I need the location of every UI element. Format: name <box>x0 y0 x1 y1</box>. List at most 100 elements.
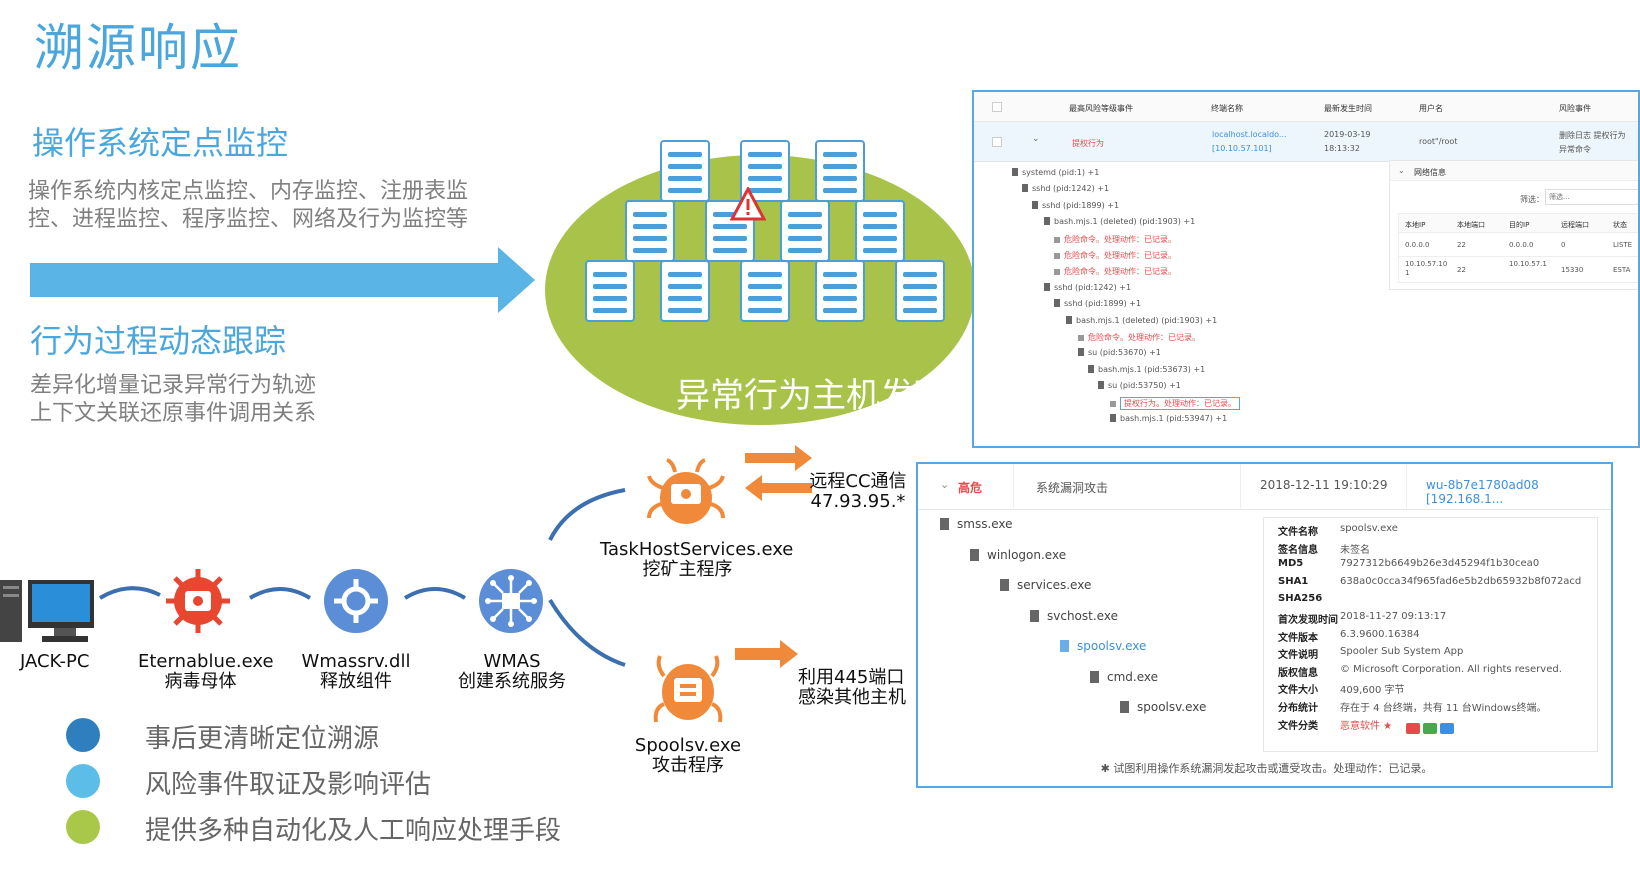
table-row[interactable]: ⌄ 提权行为 localhost.localdo... [10.10.57.10… <box>974 122 1638 162</box>
tree-node[interactable]: sshd (pid:1242) +1 <box>1022 184 1109 193</box>
tree-node[interactable]: sshd (pid:1899) +1 <box>1054 299 1141 308</box>
detail-key: 文件名称 <box>1278 527 1318 538</box>
tree-node[interactable]: su (pid:53670) +1 <box>1078 348 1161 357</box>
tree-node-label: sshd (pid:1242) +1 <box>1032 184 1110 194</box>
bullet-text: 风险事件取证及影响评估 <box>145 770 432 800</box>
divider <box>1013 464 1014 510</box>
tree-node[interactable]: svchost.exe <box>1030 609 1118 623</box>
chevron-down-icon[interactable]: ⌄ <box>940 478 950 491</box>
select-all-checkbox[interactable] <box>992 102 1002 112</box>
row-user: root"/root <box>1419 137 1458 146</box>
tree-node[interactable]: 提权行为。处理动作：已记录。 <box>1110 396 1240 410</box>
cc-label: 远程CC通信 47.93.95.* <box>808 472 908 512</box>
attack-footer: ✱ 试图利用操作系统漏洞发起攻击或遭受攻击。处理动作：已记录。 <box>918 760 1611 776</box>
tree-node-label: sshd (pid:1242) +1 <box>1054 282 1132 292</box>
tree-node[interactable]: spoolsv.exe <box>1060 639 1146 653</box>
category-action-button[interactable] <box>1406 722 1420 734</box>
bullet-text: 事后更清晰定位溯源 <box>145 724 380 754</box>
category-action-button[interactable] <box>1440 722 1454 734</box>
tree-node[interactable]: su (pid:53750) +1 <box>1098 381 1181 390</box>
bullet-dot <box>66 718 100 752</box>
wmas-name: WMAS <box>483 651 541 672</box>
net-cell: ESTA <box>1613 266 1631 274</box>
file-icon <box>940 518 949 530</box>
tree-node[interactable]: services.exe <box>1000 578 1091 592</box>
jack-pc-label: JACK-PC <box>20 651 90 672</box>
server-icon <box>780 200 830 262</box>
tree-node[interactable]: 危险命令。处理动作：已记录。 <box>1054 266 1176 277</box>
net-cell: 0.0.0.0 <box>1405 241 1430 249</box>
file-icon <box>1030 609 1039 622</box>
server-icon <box>815 260 865 322</box>
detail-key: 文件版本 <box>1278 632 1318 644</box>
file-icon <box>1066 315 1072 324</box>
table-header: 最高风险等级事件 终端名称 最新发生时间 用户名 风险事件 <box>974 92 1638 122</box>
tree-node[interactable]: spoolsv.exe <box>1120 700 1206 714</box>
chevron-down-icon[interactable]: ⌄ <box>1398 166 1405 175</box>
tree-node[interactable]: 危险命令。处理动作：已记录。 <box>1054 234 1176 245</box>
detail-value: 6.3.9600.16384 <box>1340 628 1420 640</box>
tree-node-label: bash.mjs.1 (pid:53947) +1 <box>1120 414 1228 423</box>
detail-value: © Microsoft Corporation. All rights rese… <box>1340 663 1562 675</box>
tree-node-label: cmd.exe <box>1107 669 1159 684</box>
detail-key: 版权信息 <box>1278 667 1318 679</box>
section1-desc-line1: 操作系统内核定点监控、内存监控、注册表监 <box>28 179 469 204</box>
file-icon <box>1022 184 1028 193</box>
file-icon <box>1098 381 1104 390</box>
net-cell: 22 <box>1457 241 1466 249</box>
filter-input[interactable] <box>1545 189 1638 205</box>
row-checkbox[interactable] <box>992 137 1002 147</box>
tree-node[interactable]: sshd (pid:1242) +1 <box>1044 282 1132 292</box>
tree-node-label: smss.exe <box>957 517 1013 531</box>
th-user: 用户名 <box>1419 104 1443 113</box>
net-cell: 0 <box>1561 241 1566 249</box>
tree-node[interactable]: smss.exe <box>940 517 1013 531</box>
chevron-down-icon[interactable]: ⌄ <box>1032 134 1040 144</box>
service-network-icon <box>479 569 543 633</box>
tree-node[interactable]: 危险命令。处理动作：已记录。 <box>1078 332 1200 343</box>
net-cell: 10.10.57.101 <box>1405 260 1448 277</box>
cc-arrow-out-icon <box>745 445 812 471</box>
tree-node[interactable]: bash.mjs.1 (deleted) (pid:1903) +1 <box>1066 315 1217 325</box>
net-table-header: 本地IP 本地端口 目的IP 远程端口 状态 <box>1398 213 1638 233</box>
net-th: 目的IP <box>1509 221 1530 229</box>
tree-node[interactable]: 危险命令。处理动作：已记录。 <box>1054 250 1176 261</box>
tree-node-label: 提权行为。处理动作：已记录。 <box>1120 396 1240 410</box>
tree-node[interactable]: bash.mjs.1 (pid:53673) +1 <box>1088 364 1205 374</box>
attack-host[interactable]: wu-8b7e1780ad08 [192.168.1... <box>1426 478 1539 506</box>
category-action-button[interactable] <box>1423 722 1437 734</box>
detail-key: SHA256 <box>1278 593 1323 605</box>
detail-value: 7927312b6649b26e3d45294f1b30cea0 <box>1340 558 1540 570</box>
spoolsv-label: Spoolsv.exe 攻击程序 <box>615 736 761 776</box>
server-cluster <box>545 135 975 355</box>
port-line2: 感染其他主机 <box>798 687 906 708</box>
category-actions <box>1406 717 1457 736</box>
tree-node[interactable]: bash.mjs.1 (pid:53947) +1 <box>1110 414 1227 423</box>
eternablue-label: Eternablue.exe 病毒母体 <box>138 652 274 692</box>
tree-node[interactable]: systemd (pid:1) +1 <box>1012 168 1099 177</box>
tree-node[interactable]: bash.mjs.1 (deleted) (pid:1903) +1 <box>1044 217 1195 226</box>
tree-node[interactable]: winlogon.exe <box>970 548 1066 562</box>
file-icon <box>1088 364 1094 373</box>
tree-node[interactable]: sshd (pid:1899) +1 <box>1032 200 1120 210</box>
detail-key: 签名信息 <box>1278 544 1318 556</box>
attack-row-header[interactable]: ⌄ 高危 系统漏洞攻击 2018-12-11 19:10:29 wu-8b7e1… <box>918 464 1611 510</box>
table-row: 0.0.0.0 22 0.0.0.0 0 LISTE <box>1398 233 1638 257</box>
wmassrv-desc: 释放组件 <box>320 671 392 692</box>
detail-key: 文件说明 <box>1278 650 1318 662</box>
detail-key: 文件大小 <box>1278 685 1318 697</box>
wmas-desc: 创建系统服务 <box>458 671 566 692</box>
wmassrv-label: Wmassrv.dll 释放组件 <box>300 652 412 692</box>
detail-value: 409,600 字节 <box>1340 685 1405 697</box>
divider <box>1406 464 1407 510</box>
tree-node-label: sshd (pid:1899) +1 <box>1042 200 1120 210</box>
th-time: 最新发生时间 <box>1324 104 1372 113</box>
tree-node-label: bash.mjs.1 (deleted) (pid:1903) +1 <box>1054 217 1196 227</box>
miner-bug-icon <box>647 458 725 524</box>
tree-node[interactable]: cmd.exe <box>1090 670 1158 684</box>
file-icon <box>1012 168 1018 176</box>
file-icon <box>1044 282 1050 291</box>
row-terminal[interactable]: localhost.localdo... <box>1212 130 1287 139</box>
bullet-text: 提供多种自动化及人工响应处理手段 <box>145 816 562 846</box>
